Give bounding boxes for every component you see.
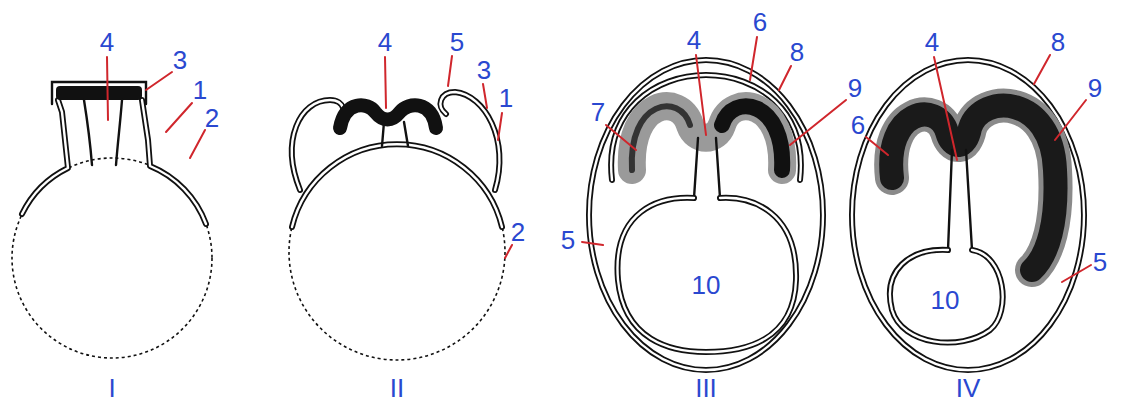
leader-line <box>1062 265 1091 282</box>
leader-line <box>505 245 512 258</box>
leader-line <box>166 103 192 132</box>
stage-three-figure <box>589 60 823 370</box>
wall-layer <box>22 100 206 224</box>
callout-number: 10 <box>692 272 721 298</box>
neck-walls <box>694 138 720 198</box>
wall-layer <box>22 100 206 224</box>
callout-number: 2 <box>205 105 219 131</box>
embryo-body <box>891 106 1055 270</box>
amniotic-fold <box>292 100 344 190</box>
amniotic-fold <box>440 92 499 190</box>
callout-number: 6 <box>851 112 865 138</box>
callout-number: 1 <box>193 77 207 103</box>
callout-number: 1 <box>499 85 513 111</box>
amniotic-fold <box>292 100 344 190</box>
callout-number: 4 <box>687 27 701 53</box>
wall-layer <box>292 144 502 227</box>
leader-line <box>107 57 108 120</box>
yolk-sac-wall <box>617 198 796 352</box>
leader-lines <box>107 37 1091 282</box>
callout-number: 5 <box>1093 249 1107 275</box>
stage-one-figure <box>12 82 212 358</box>
leader-line <box>190 130 205 158</box>
leader-line <box>750 37 757 80</box>
callout-number: 9 <box>848 75 862 101</box>
chorion-wall <box>852 60 1084 370</box>
leader-line <box>448 56 452 86</box>
neck-walls <box>84 100 122 165</box>
callout-number: 3 <box>477 57 491 83</box>
callout-number: 3 <box>173 47 187 73</box>
stage-four-figure <box>852 60 1084 370</box>
stage-numeral: II <box>390 375 404 401</box>
callout-number: 8 <box>790 39 804 65</box>
leader-line <box>790 100 846 145</box>
leader-line <box>779 66 791 90</box>
callout-number: 10 <box>931 287 960 313</box>
stage-numeral: IV <box>956 375 981 401</box>
embryo-body <box>632 106 782 170</box>
leader-line <box>866 137 888 155</box>
embryo-core <box>891 106 1055 270</box>
leader-line <box>385 57 386 108</box>
leader-line <box>1034 55 1050 84</box>
stage-two-figure <box>289 92 505 360</box>
callout-number: 4 <box>100 29 114 55</box>
chorion-wall <box>589 60 823 370</box>
callout-number: 7 <box>591 99 605 125</box>
embryo-body <box>340 105 436 128</box>
callout-number: 6 <box>753 9 767 35</box>
leader-line <box>934 57 957 160</box>
neck-walls <box>382 122 408 146</box>
leader-line <box>696 55 706 135</box>
embryo-core <box>632 106 690 170</box>
leader-line <box>606 125 636 150</box>
callout-number: 5 <box>450 29 464 55</box>
yolk-sac-wall <box>890 250 1003 343</box>
chorion-wall <box>589 60 823 370</box>
callout-number: 4 <box>925 29 939 55</box>
leader-line <box>582 242 603 245</box>
leader-line <box>1055 100 1086 140</box>
wall-layer <box>292 144 502 227</box>
embryo-disc <box>56 86 142 100</box>
yolk-sac-wall <box>890 250 1003 343</box>
chorion-wall <box>852 60 1084 370</box>
neck-walls <box>948 150 972 250</box>
stage-numeral: I <box>108 375 115 401</box>
callout-number: 8 <box>1051 29 1065 55</box>
amniotic-fold <box>440 92 499 190</box>
stage-numeral: III <box>695 375 717 401</box>
leader-line <box>498 113 502 140</box>
leader-line <box>146 72 172 90</box>
yolk-sac-outline <box>289 144 505 360</box>
leader-line <box>483 84 487 108</box>
embryo-core <box>722 106 782 170</box>
callout-number: 9 <box>1088 75 1102 101</box>
callout-number: 2 <box>511 219 525 245</box>
callout-number: 4 <box>378 29 392 55</box>
callout-number: 5 <box>561 227 575 253</box>
amnion-layer <box>52 82 146 104</box>
yolk-sac-wall <box>617 198 796 352</box>
